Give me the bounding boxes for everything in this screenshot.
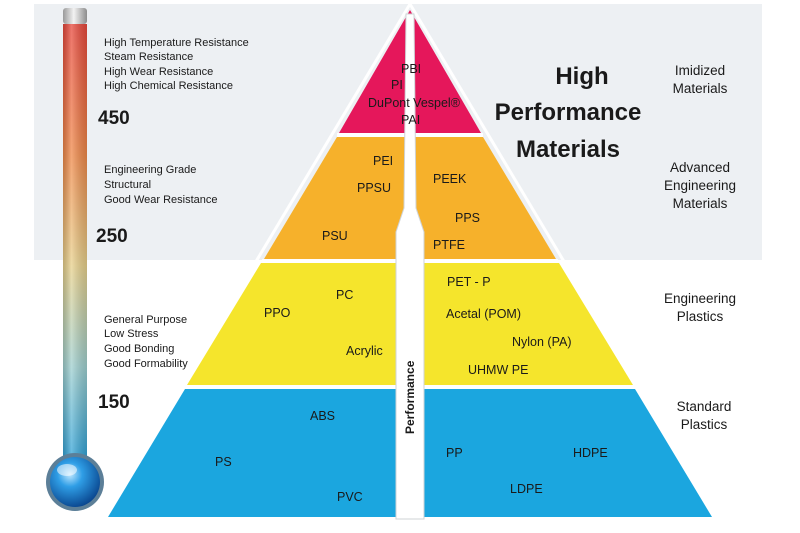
material-pc: PC bbox=[336, 288, 353, 302]
category-label: Imidized bbox=[675, 63, 725, 78]
material-uhmw-pe: UHMW PE bbox=[468, 363, 528, 377]
pyramid bbox=[99, 1, 721, 521]
category-label: Plastics bbox=[681, 417, 728, 432]
property-text: Engineering Grade bbox=[104, 164, 196, 176]
category-label: Materials bbox=[673, 196, 728, 211]
material-abs: ABS bbox=[310, 409, 335, 423]
temperature-150: 150 bbox=[98, 392, 130, 413]
material-pp: PP bbox=[446, 446, 463, 460]
material-ppsu: PPSU bbox=[357, 181, 391, 195]
thermometer-bulb-highlight bbox=[57, 464, 77, 476]
category-label: Advanced bbox=[670, 160, 730, 175]
material-hdpe: HDPE bbox=[573, 446, 608, 460]
material-pi: PI bbox=[391, 78, 403, 92]
thermometer bbox=[46, 8, 104, 511]
material-ppo: PPO bbox=[264, 306, 291, 320]
category-label: Materials bbox=[673, 81, 728, 96]
material-pai: PAI bbox=[401, 113, 420, 127]
headline-line: High bbox=[555, 63, 608, 90]
headline-line: Materials bbox=[516, 136, 620, 163]
category-label: Engineering bbox=[664, 291, 736, 306]
thermometer-tube-shade bbox=[63, 24, 87, 464]
material-pet-p: PET - P bbox=[447, 275, 491, 289]
material-acrylic: Acrylic bbox=[346, 344, 383, 358]
material-peek: PEEK bbox=[433, 172, 467, 186]
category-label: Engineering bbox=[664, 178, 736, 193]
headline-line: Performance bbox=[495, 99, 642, 126]
property-text: Good Formability bbox=[104, 358, 188, 370]
material-pps: PPS bbox=[455, 211, 480, 225]
temperature-250: 250 bbox=[96, 226, 128, 247]
property-text: Low Stress bbox=[104, 328, 159, 340]
material-pbi: PBI bbox=[401, 62, 421, 76]
material-acetal-pom: Acetal (POM) bbox=[446, 307, 521, 321]
thermometer-bulb bbox=[50, 457, 100, 507]
property-text: Steam Resistance bbox=[104, 51, 193, 63]
property-text: Good Bonding bbox=[104, 343, 174, 355]
performance-label: Performance bbox=[403, 360, 417, 434]
performance-arrow bbox=[395, 13, 425, 520]
material-ps: PS bbox=[215, 455, 232, 469]
material-pei: PEI bbox=[373, 154, 393, 168]
material-dupont-vespel: DuPont Vespel® bbox=[368, 96, 461, 110]
material-nylon-pa: Nylon (PA) bbox=[512, 335, 572, 349]
temperature-450: 450 bbox=[98, 108, 130, 129]
material-psu: PSU bbox=[322, 229, 348, 243]
material-ldpe: LDPE bbox=[510, 482, 543, 496]
material-pvc: PVC bbox=[337, 490, 363, 504]
property-text: Structural bbox=[104, 179, 151, 191]
category-label: Standard bbox=[677, 399, 732, 414]
property-text: High Chemical Resistance bbox=[104, 80, 233, 92]
property-text: General Purpose bbox=[104, 314, 187, 326]
property-text: High Temperature Resistance bbox=[104, 37, 249, 49]
material-ptfe: PTFE bbox=[433, 238, 465, 252]
property-text: High Wear Resistance bbox=[104, 66, 213, 78]
category-label: Plastics bbox=[677, 309, 724, 324]
property-text: Good Wear Resistance bbox=[104, 194, 218, 206]
thermometer-cap bbox=[63, 8, 87, 24]
